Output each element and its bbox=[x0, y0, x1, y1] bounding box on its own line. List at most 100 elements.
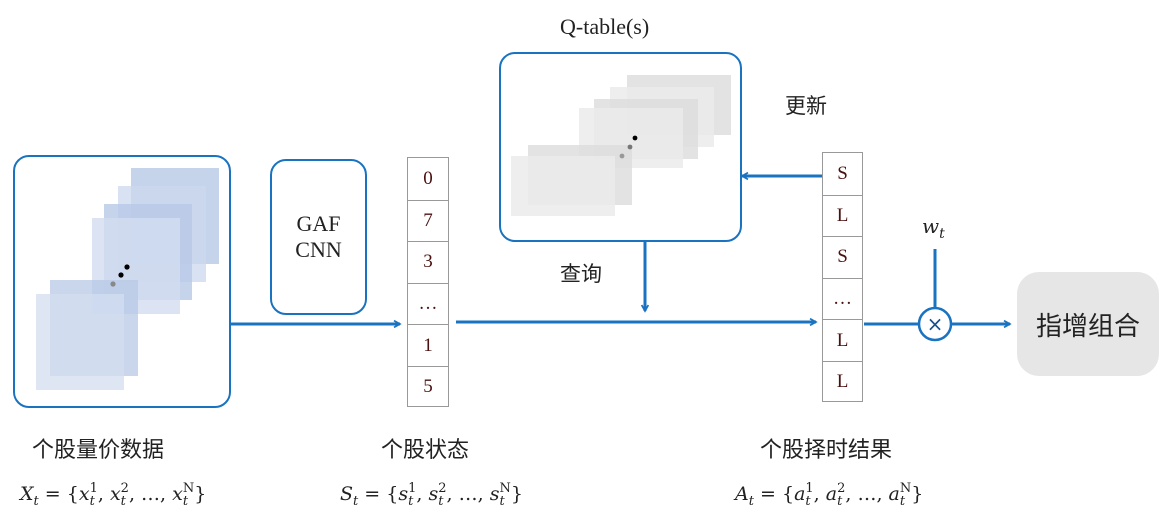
formula-close: } bbox=[510, 483, 523, 505]
formula-subscript: t bbox=[837, 494, 843, 509]
output-label: 指增组合 bbox=[1035, 311, 1140, 342]
state-vector: 0 7 3 … 1 5 bbox=[407, 157, 449, 407]
formula-superscript: 2 bbox=[120, 481, 129, 496]
action-vector: S L S … L L bbox=[822, 152, 863, 402]
qtable-box bbox=[499, 52, 742, 242]
formula-var: s bbox=[489, 483, 500, 505]
state-cell: … bbox=[408, 282, 448, 325]
action-label: 个股择时结果 bbox=[760, 438, 893, 463]
state-cell: 5 bbox=[408, 366, 448, 407]
weight-symbol: w bbox=[922, 214, 940, 238]
formula-var: x bbox=[172, 483, 183, 505]
formula-superscript: N bbox=[182, 481, 195, 496]
state-cell: 0 bbox=[423, 167, 433, 189]
formula-var: s bbox=[398, 483, 409, 505]
formula-subscript: t bbox=[805, 494, 811, 509]
formula-lhs-subscript: t bbox=[33, 493, 39, 509]
formula-var: a bbox=[825, 483, 838, 505]
formula-open: = { bbox=[38, 483, 79, 505]
formula-subscript: t bbox=[120, 494, 126, 509]
formula-close: } bbox=[194, 483, 207, 505]
formula-superscript: 2 bbox=[837, 481, 846, 496]
formula-lhs: A bbox=[735, 483, 749, 505]
formula-subscript: t bbox=[438, 494, 444, 509]
input-label: 个股量价数据 bbox=[32, 438, 165, 463]
formula-var: s bbox=[428, 483, 439, 505]
formula-sep: , …, bbox=[128, 483, 173, 505]
action-cell: S bbox=[837, 162, 848, 184]
input-data-box bbox=[13, 155, 231, 408]
state-label: 个股状态 bbox=[381, 438, 470, 463]
formula-superscript: N bbox=[899, 481, 912, 496]
action-cell: S bbox=[823, 236, 862, 278]
formula-close: } bbox=[911, 483, 924, 505]
gaf-label: GAF bbox=[296, 211, 341, 236]
formula-sep: , …, bbox=[845, 483, 889, 505]
formula-superscript: 2 bbox=[438, 481, 447, 496]
action-cell: … bbox=[823, 277, 862, 320]
formula-sep: , …, bbox=[446, 483, 490, 505]
formula-lhs: S bbox=[340, 483, 354, 505]
cnn-label: CNN bbox=[295, 237, 342, 262]
formula-var: x bbox=[78, 483, 90, 505]
formula-var: a bbox=[888, 483, 900, 505]
formula-superscript: 1 bbox=[89, 481, 98, 496]
formula-subscript: t bbox=[182, 494, 189, 509]
weight-subscript: t bbox=[939, 226, 945, 242]
formula-sep: , bbox=[97, 483, 110, 505]
formula-sep: , bbox=[813, 483, 826, 505]
action-cell: L bbox=[823, 194, 862, 237]
formula-open: = { bbox=[753, 483, 795, 505]
state-cell: 3 bbox=[408, 241, 448, 283]
formula-lhs: X bbox=[20, 483, 34, 505]
formula-superscript: 1 bbox=[408, 481, 417, 496]
formula-open: = { bbox=[358, 483, 399, 505]
formula-lhs-subscript: t bbox=[748, 493, 754, 509]
update-label: 更新 bbox=[785, 94, 827, 118]
stacked-matrices-icon bbox=[36, 168, 219, 390]
formula-superscript: N bbox=[499, 481, 511, 496]
formula-subscript: t bbox=[89, 494, 95, 509]
gaf-cnn-box: GAF CNN bbox=[270, 159, 367, 315]
action-cell: L bbox=[823, 319, 862, 361]
formula-lhs-subscript: t bbox=[353, 493, 359, 509]
multiply-symbol: × bbox=[926, 312, 944, 336]
weight-label: wt bbox=[922, 214, 945, 242]
formula-subscript: t bbox=[899, 494, 906, 509]
formula-sep: , bbox=[416, 483, 429, 505]
output-portfolio-box: 指增组合 bbox=[1017, 272, 1159, 376]
formula-subscript: t bbox=[499, 494, 505, 509]
multiply-node bbox=[917, 306, 953, 342]
stacked-qtables-icon bbox=[511, 75, 731, 216]
qtable-title: Q-table(s) bbox=[560, 14, 650, 39]
state-cell: 1 bbox=[408, 324, 448, 366]
formula-superscript: 1 bbox=[805, 481, 814, 496]
formula-var: a bbox=[794, 483, 806, 505]
query-label: 查询 bbox=[560, 262, 602, 286]
action-cell: L bbox=[823, 361, 862, 402]
state-cell: 7 bbox=[408, 199, 448, 242]
formula-var: x bbox=[109, 483, 121, 505]
